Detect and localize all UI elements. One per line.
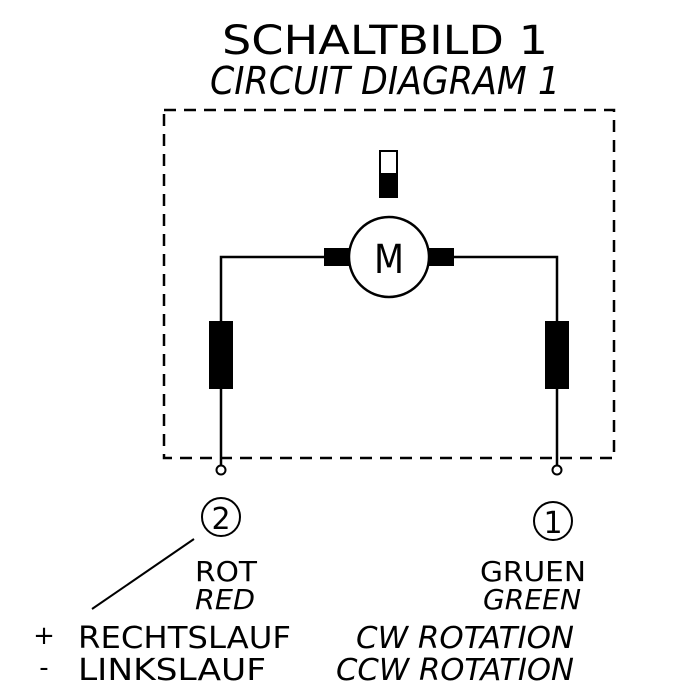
legend-sign-plus: + <box>33 621 55 651</box>
terminal-2-color-english: RED <box>195 583 255 616</box>
brush-indicator-fill <box>380 173 397 197</box>
wire-right <box>454 255 559 466</box>
terminal-ring-right <box>551 464 563 476</box>
motor-connector-left <box>324 248 350 266</box>
wire-left <box>219 255 324 466</box>
legend-english-cw: CW ROTATION <box>356 621 574 656</box>
inductor-right <box>545 321 569 389</box>
terminal-1-color-english: GREEN <box>483 583 581 616</box>
motor-label: M <box>374 237 404 283</box>
terminal-1-color-german: GRUEN <box>480 555 586 588</box>
motor-symbol <box>347 215 431 299</box>
inductor-left <box>209 321 233 389</box>
leader-line <box>91 538 195 610</box>
legend-german-cw: RECHTSLAUF <box>78 621 291 656</box>
title-english: CIRCUIT DIAGRAM 1 <box>210 59 560 103</box>
terminal-number-circle-1 <box>533 501 573 541</box>
title-german: SCHALTBILD 1 <box>222 18 548 64</box>
terminal-number-2: 2 <box>211 502 230 537</box>
terminal-number-1: 1 <box>543 506 562 541</box>
legend-english-ccw: CCW ROTATION <box>336 653 574 688</box>
legend-sign-minus: - <box>39 653 48 683</box>
terminal-ring-left <box>215 464 227 476</box>
terminal-2-color-german: ROT <box>195 555 258 588</box>
terminal-number-circle-2 <box>201 497 241 537</box>
dashed-enclosure <box>162 108 616 460</box>
motor-connector-right <box>428 248 454 266</box>
legend-german-ccw: LINKSLAUF <box>78 653 266 688</box>
